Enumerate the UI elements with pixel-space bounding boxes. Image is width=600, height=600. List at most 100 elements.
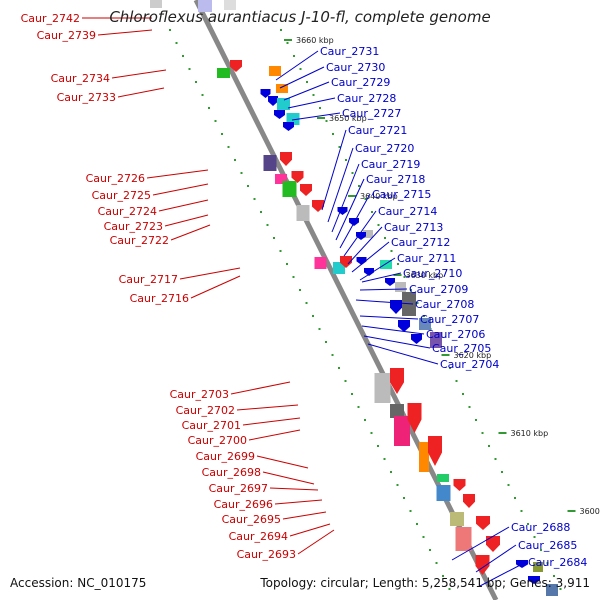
forward-gene-label: Caur_2733 bbox=[57, 91, 116, 104]
forward-leader-line bbox=[164, 214, 209, 227]
reverse-gene-label: Caur_2727 bbox=[342, 107, 401, 120]
gene-block bbox=[282, 181, 297, 197]
map-title: Chloroflexus aurantiacus J-10-fl, comple… bbox=[109, 8, 491, 26]
gene-arrow bbox=[475, 555, 490, 575]
reverse-gene-label: Caur_2707 bbox=[420, 313, 479, 326]
forward-gene-label: Caur_2693 bbox=[237, 548, 296, 561]
gene-arrow bbox=[340, 256, 352, 268]
outer-forward-track-dot bbox=[227, 146, 230, 148]
gene-arrow bbox=[230, 60, 242, 72]
outer-reverse-track-dot bbox=[345, 159, 347, 161]
outer-reverse-track-dot bbox=[533, 536, 536, 538]
outer-forward-track-dot bbox=[331, 354, 334, 356]
forward-leader-line bbox=[97, 29, 153, 36]
reverse-gene-label: Caur_2688 bbox=[511, 521, 570, 534]
reverse-leader-line bbox=[347, 226, 383, 265]
outer-reverse-track-dot bbox=[488, 445, 490, 447]
reverse-gene-label: Caur_2719 bbox=[361, 158, 420, 171]
outer-forward-track-dot bbox=[448, 588, 451, 590]
outer-forward-track-dot bbox=[182, 55, 184, 57]
outer-forward-track-dot bbox=[325, 341, 327, 343]
gene-arrow bbox=[356, 232, 366, 240]
reverse-leader-line bbox=[279, 66, 325, 89]
outer-forward-track-dot bbox=[240, 172, 243, 174]
outer-reverse-track-dot bbox=[390, 250, 393, 252]
kbp-tick-label: 3650 kbp bbox=[329, 114, 367, 123]
outer-reverse-track-dot bbox=[377, 224, 380, 226]
outer-reverse-track-dot bbox=[553, 575, 555, 577]
outer-forward-track-dot bbox=[305, 302, 308, 304]
reverse-leader-line bbox=[321, 129, 347, 211]
outer-reverse-track-dot bbox=[312, 94, 315, 96]
outer-reverse-track-dot bbox=[384, 237, 386, 239]
forward-gene-label: Caur_2717 bbox=[119, 273, 178, 286]
outer-reverse-track-dot bbox=[481, 432, 484, 434]
forward-gene-label: Caur_2694 bbox=[229, 530, 288, 543]
reverse-gene-label: Caur_2714 bbox=[378, 205, 437, 218]
reverse-gene-label: Caur_2711 bbox=[397, 252, 456, 265]
outer-forward-track-dot bbox=[312, 315, 314, 317]
reverse-gene-label: Caur_2685 bbox=[518, 539, 577, 552]
outer-reverse-track-dot bbox=[455, 380, 458, 382]
forward-leader-line bbox=[248, 429, 301, 441]
forward-gene-label: Caur_2698 bbox=[202, 466, 261, 479]
outer-forward-track-dot bbox=[442, 575, 444, 577]
outer-forward-track-dot bbox=[364, 419, 366, 421]
reverse-leader-line bbox=[327, 147, 354, 223]
reverse-gene-label: Caur_2713 bbox=[384, 221, 443, 234]
gene-arrow bbox=[300, 184, 312, 196]
outer-forward-track-dot bbox=[201, 94, 204, 96]
outer-forward-track-dot bbox=[208, 107, 210, 109]
forward-leader-line bbox=[289, 523, 331, 537]
forward-gene-label: Caur_2723 bbox=[104, 220, 163, 233]
reverse-leader-line bbox=[363, 335, 431, 349]
gene-block bbox=[437, 474, 449, 482]
gene-arrow bbox=[398, 320, 410, 332]
reverse-leader-line bbox=[361, 272, 402, 283]
gene-block bbox=[277, 98, 290, 110]
reverse-gene-label: Caur_2684 bbox=[528, 556, 587, 569]
gene-arrow bbox=[463, 494, 475, 508]
reverse-gene-label: Caur_2729 bbox=[331, 76, 390, 89]
gene-arrow bbox=[364, 268, 374, 276]
outer-forward-track-dot bbox=[214, 120, 217, 122]
gene-arrow bbox=[274, 110, 285, 119]
gene-block bbox=[333, 262, 345, 274]
outer-reverse-track-dot bbox=[475, 419, 477, 421]
outer-forward-track-dot bbox=[279, 250, 282, 252]
kbp-tick-label: 3620 kbp bbox=[454, 351, 492, 360]
outer-forward-track-dot bbox=[396, 484, 399, 486]
outer-reverse-track-dot bbox=[358, 185, 360, 187]
reverse-gene-label: Caur_2730 bbox=[326, 61, 385, 74]
outer-reverse-track-dot bbox=[325, 120, 328, 122]
gene-block bbox=[217, 68, 230, 78]
gene-arrow bbox=[476, 516, 490, 530]
outer-forward-track-dot bbox=[383, 458, 386, 460]
outer-reverse-track-dot bbox=[501, 471, 503, 473]
reverse-leader-line bbox=[275, 50, 319, 81]
forward-leader-line bbox=[170, 224, 211, 241]
outer-forward-track-dot bbox=[247, 185, 249, 187]
outer-forward-track-dot bbox=[338, 367, 340, 369]
forward-leader-line bbox=[297, 529, 335, 555]
outer-reverse-track-dot bbox=[319, 107, 321, 109]
reverse-leader-line bbox=[335, 178, 365, 241]
reverse-leader-line bbox=[283, 81, 330, 101]
forward-leader-line bbox=[179, 267, 241, 280]
gene-arrow bbox=[528, 576, 540, 584]
gene-arrow bbox=[280, 152, 292, 166]
reverse-gene-label: Caur_2709 bbox=[409, 283, 468, 296]
reverse-gene-label: Caur_2718 bbox=[366, 173, 425, 186]
outer-forward-track-dot bbox=[318, 328, 321, 330]
gene-arrow bbox=[268, 96, 278, 106]
forward-leader-line bbox=[190, 275, 241, 299]
outer-reverse-track-dot bbox=[332, 133, 334, 135]
reverse-leader-line bbox=[361, 325, 425, 335]
reverse-leader-line bbox=[343, 210, 377, 257]
forward-leader-line bbox=[282, 511, 327, 520]
kbp-tick-label: 3610 kbp bbox=[511, 429, 549, 438]
gene-arrow bbox=[312, 200, 324, 212]
forward-gene-label: Caur_2726 bbox=[86, 172, 145, 185]
